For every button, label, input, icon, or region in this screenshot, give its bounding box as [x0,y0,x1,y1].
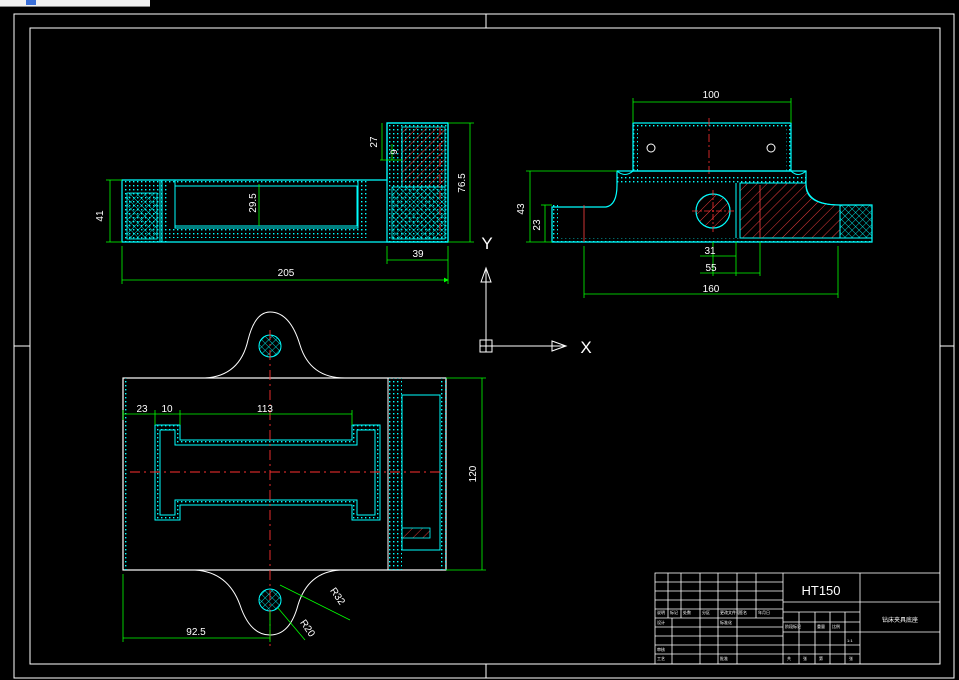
cad-drawing-canvas[interactable]: 41 27 9 29.5 76.5 205 39 [0,6,959,680]
tb-text: 张 [803,655,807,661]
dim-29-5: 29.5 [248,193,259,213]
dim-205: 205 [278,268,295,279]
dim-41: 41 [95,210,106,222]
tb-text: 更改文件号 [720,609,740,615]
dim-92-5: 92.5 [186,627,206,638]
dim-113: 113 [257,404,273,415]
drawing-frame [13,13,955,679]
tb-text: 1:1 [847,638,853,643]
app-top-strip [0,0,959,6]
tb-text: 年月日 [758,609,770,615]
tb-text: 阶段标记 [785,623,801,629]
dim-r20: R20 [297,618,317,640]
dim-120: 120 [468,465,479,482]
tb-text: 比例 [832,623,840,629]
dim-43: 43 [516,203,527,215]
dim-r32: R32 [327,586,347,608]
drawing-tab[interactable] [0,0,150,7]
dim-100: 100 [703,90,720,101]
tb-text: 第 [819,655,823,661]
tb-text: 张 [849,655,853,661]
dim-160: 160 [703,284,720,295]
material-label: HT150 [801,583,840,598]
ucs-x-label: X [580,338,591,357]
tb-text: 标准化 [720,619,732,625]
dim-9: 9 [389,149,399,154]
dim-27: 27 [369,136,380,148]
dim-39: 39 [412,249,424,260]
tb-text: 说明 [657,609,665,615]
plan-view: 23 10 113 120 92.5 R32 R20 [122,311,486,648]
tb-text: 共 [787,655,791,661]
dim-23-plan: 23 [136,404,148,415]
ucs-y-label: Y [481,234,492,253]
dim-10: 10 [161,404,173,415]
ucs-icon [479,266,568,353]
tb-text: 签名 [739,609,747,615]
tb-text: 标记 [670,609,678,615]
side-view: 100 43 23 31 55 160 [516,90,873,298]
tb-text: 批准 [720,655,728,661]
dim-23-side: 23 [532,219,543,231]
tb-text: 审核 [657,646,665,652]
tb-text: 设计 [657,619,665,625]
title-block [654,572,941,665]
drawing-file-icon [26,0,36,5]
dim-76-5: 76.5 [457,173,468,193]
tb-text: 工艺 [657,656,665,661]
dim-55: 55 [705,263,717,274]
tb-text: 处数 [683,609,691,615]
dim-31: 31 [704,246,716,257]
tb-text: 分区 [702,609,710,615]
part-name: 钻床夹具底座 [882,616,918,624]
front-view: 41 27 9 29.5 76.5 205 39 [95,122,474,284]
tb-text: 重量 [817,623,825,629]
